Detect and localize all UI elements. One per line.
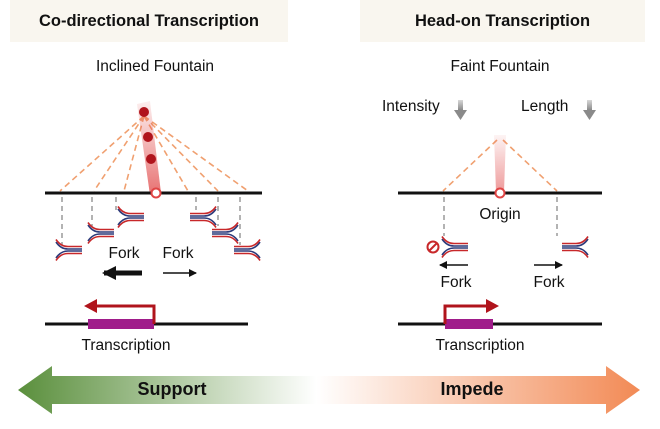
faint-fountain-beam	[494, 135, 506, 192]
impede-label: Impede	[440, 379, 504, 399]
replication-fork-icon	[0, 0, 12, 10]
promoter-arrow-right-icon	[443, 304, 488, 324]
length-label: Length	[521, 98, 569, 115]
promoter-arrowhead	[486, 299, 499, 313]
fork-drop-lines	[61, 197, 241, 245]
replication-fork-icon	[441, 236, 468, 258]
title-faint-fountain: Faint Fountain	[450, 58, 550, 75]
origin-label: Origin	[479, 206, 521, 223]
right-fountain-dash-lines	[442, 139, 558, 192]
replication-fork-icon	[190, 206, 261, 261]
support-impede-gradient-arrow	[18, 366, 640, 414]
transcription-label: Transcription	[81, 337, 171, 354]
fountain-dot	[143, 132, 153, 142]
intensity-label: Intensity	[382, 98, 440, 115]
transcription-label: Transcription	[435, 337, 525, 354]
title-inclined-fountain: Inclined Fountain	[95, 58, 215, 75]
header-co-directional: Co-directional Transcription	[10, 0, 288, 42]
fork-label-right: Fork	[162, 245, 194, 262]
left-fountain-dash-lines	[59, 115, 249, 192]
inclined-fountain-beam	[137, 101, 161, 195]
fountain-dot	[139, 107, 149, 117]
header-head-on: Head-on Transcription	[360, 0, 645, 42]
transcribed-gene	[88, 319, 154, 329]
fountain-dot	[146, 154, 156, 164]
fork-label-left: Fork	[108, 245, 140, 262]
promoter-arrow-left-icon	[94, 304, 156, 324]
fork-label-left: Fork	[440, 274, 472, 291]
transcribed-gene	[445, 319, 493, 329]
fork-label-right: Fork	[533, 274, 565, 291]
replication-fork-icon	[562, 236, 589, 258]
replication-fork-icon	[55, 206, 144, 261]
support-label: Support	[137, 379, 207, 399]
promoter-arrowhead	[84, 299, 97, 313]
arrow-down-icon	[583, 100, 596, 120]
origin-marker	[150, 187, 162, 199]
arrow-down-icon	[454, 100, 467, 120]
blocked-icon	[426, 240, 440, 254]
origin-marker	[494, 187, 506, 199]
fork-drop-lines	[443, 197, 558, 236]
